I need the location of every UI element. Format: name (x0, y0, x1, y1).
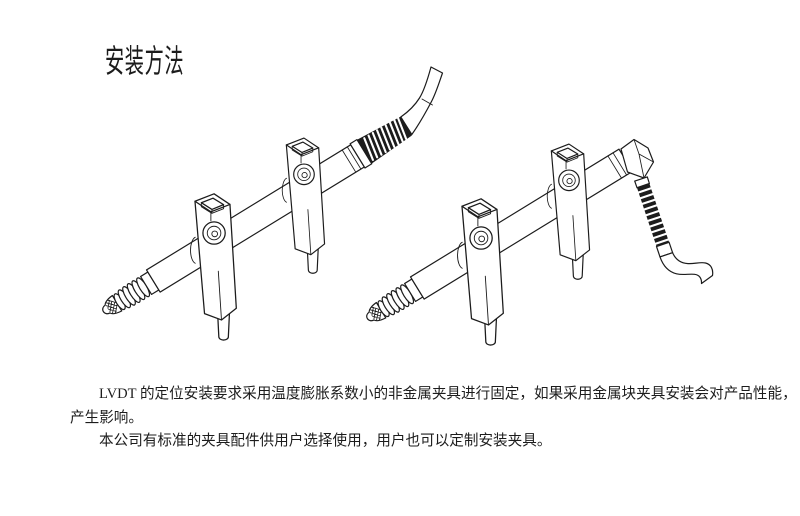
paragraph-line: 本公司有标准的夹具配件供用户选择使用，用户也可以定制安装夹具。 (99, 433, 552, 450)
cable (659, 252, 714, 285)
figure-lvdt-inline-cable (97, 66, 444, 341)
paragraph-line: LVDT 的定位安装要求采用温度膨胀系数小的非金属夹具进行固定，如果采用金属块夹… (99, 386, 797, 402)
page-title: 安装方法 (105, 43, 185, 79)
figure-lvdt-elbow-cable (361, 138, 714, 346)
body-text: LVDT 的定位安装要求采用温度膨胀系数小的非金属夹具进行固定，如果采用金属块夹… (70, 383, 797, 454)
cable (400, 66, 444, 136)
spring-probe-tip (361, 278, 424, 329)
spring-probe-tip (97, 271, 160, 322)
sensor-body (409, 148, 634, 300)
corrugated-conduit (637, 183, 670, 247)
paragraph-line: 产生影响。 (70, 409, 143, 426)
sensor-body (145, 144, 365, 293)
